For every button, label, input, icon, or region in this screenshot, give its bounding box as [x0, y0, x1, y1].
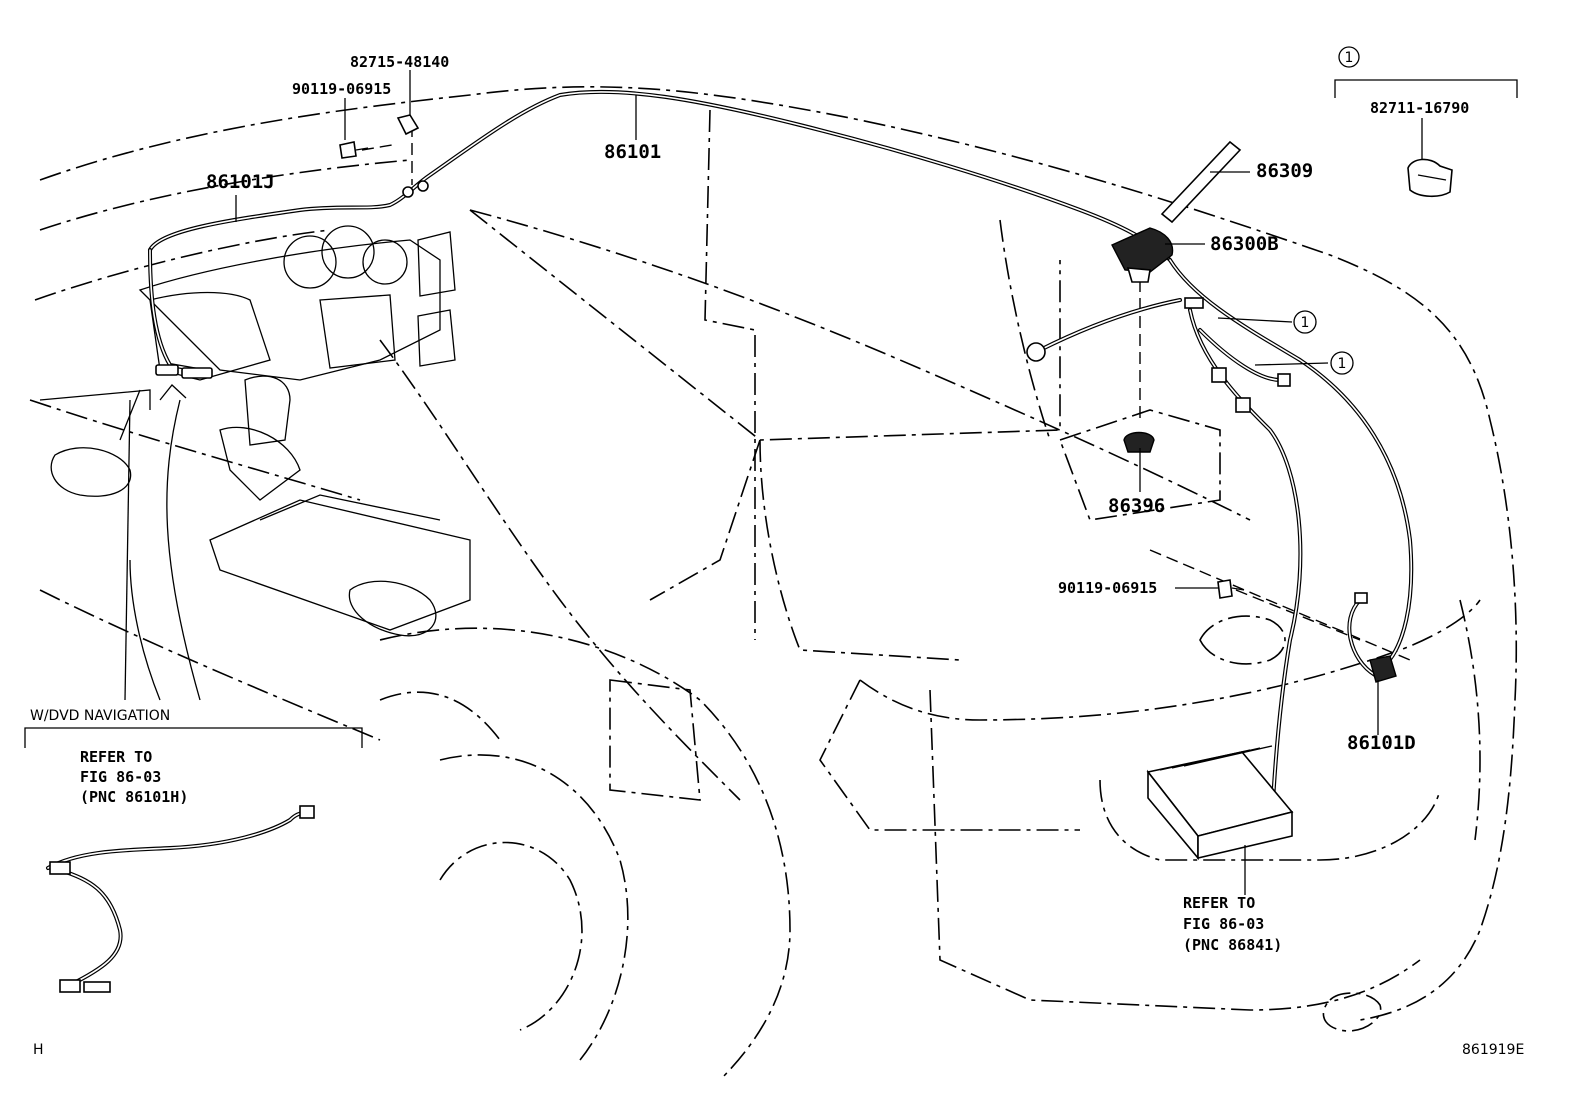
nav-inset	[24, 727, 363, 993]
navigation-module	[1146, 745, 1294, 861]
label-86396: 86396	[1108, 495, 1165, 517]
part-labels: 82715-48140 90119-06915 86101 86101J 863…	[206, 53, 1469, 754]
footer: H 861919E	[33, 1042, 1524, 1058]
label-86101D: 86101D	[1347, 732, 1416, 754]
label-86300B: 86300B	[1210, 233, 1279, 255]
label-90119-06915-mid: 90119-06915	[1058, 579, 1157, 597]
screw-90119-06915-mid	[1217, 579, 1245, 599]
label-86309: 86309	[1256, 160, 1313, 182]
antenna-pole-86309	[1160, 140, 1242, 224]
label-86101: 86101	[604, 141, 661, 163]
refer-left-line-1: REFER TO	[80, 748, 152, 766]
refer-left-line-2: FIG 86-03	[80, 768, 161, 786]
label-82715-48140: 82715-48140	[350, 53, 449, 71]
dashboard-interior	[39, 225, 471, 701]
antenna-cable-86101	[148, 89, 1172, 379]
figure-id: 861919E	[1462, 1042, 1524, 1058]
pad-86396	[1123, 431, 1155, 453]
refer-right-line-3: (PNC 86841)	[1183, 936, 1282, 954]
marker-b-label: 1	[1338, 356, 1347, 372]
clamp-82711-16790	[1407, 158, 1453, 198]
marker-a-label: 1	[1301, 315, 1310, 331]
label-90119-06915-top: 90119-06915	[292, 80, 391, 98]
label-82711-16790: 82711-16790	[1370, 99, 1469, 117]
nav-inset-heading: W/DVD NAVIGATION	[30, 708, 170, 724]
group-marker-circle	[1338, 46, 1360, 68]
screw-90119-06915-top	[339, 141, 369, 159]
callout-markers: 1 1 1	[1293, 46, 1360, 375]
refer-right-line-1: REFER TO	[1183, 894, 1255, 912]
vehicle-outline	[29, 86, 1518, 1081]
leader-lines	[235, 70, 1518, 895]
clamp-82715-48140	[396, 114, 429, 198]
label-86101J: 86101J	[206, 171, 275, 193]
refer-right-line-2: FIG 86-03	[1183, 915, 1264, 933]
marker-a-circle	[1293, 310, 1317, 334]
refer-left-line-3: (PNC 86101H)	[80, 788, 188, 806]
notes: W/DVD NAVIGATION REFER TO FIG 86-03 (PNC…	[30, 708, 1282, 954]
marker-b-circle	[1330, 351, 1354, 375]
antenna-base-86300B	[1111, 227, 1174, 283]
footer-left-code: H	[33, 1042, 44, 1058]
group-marker-label: 1	[1345, 50, 1354, 66]
